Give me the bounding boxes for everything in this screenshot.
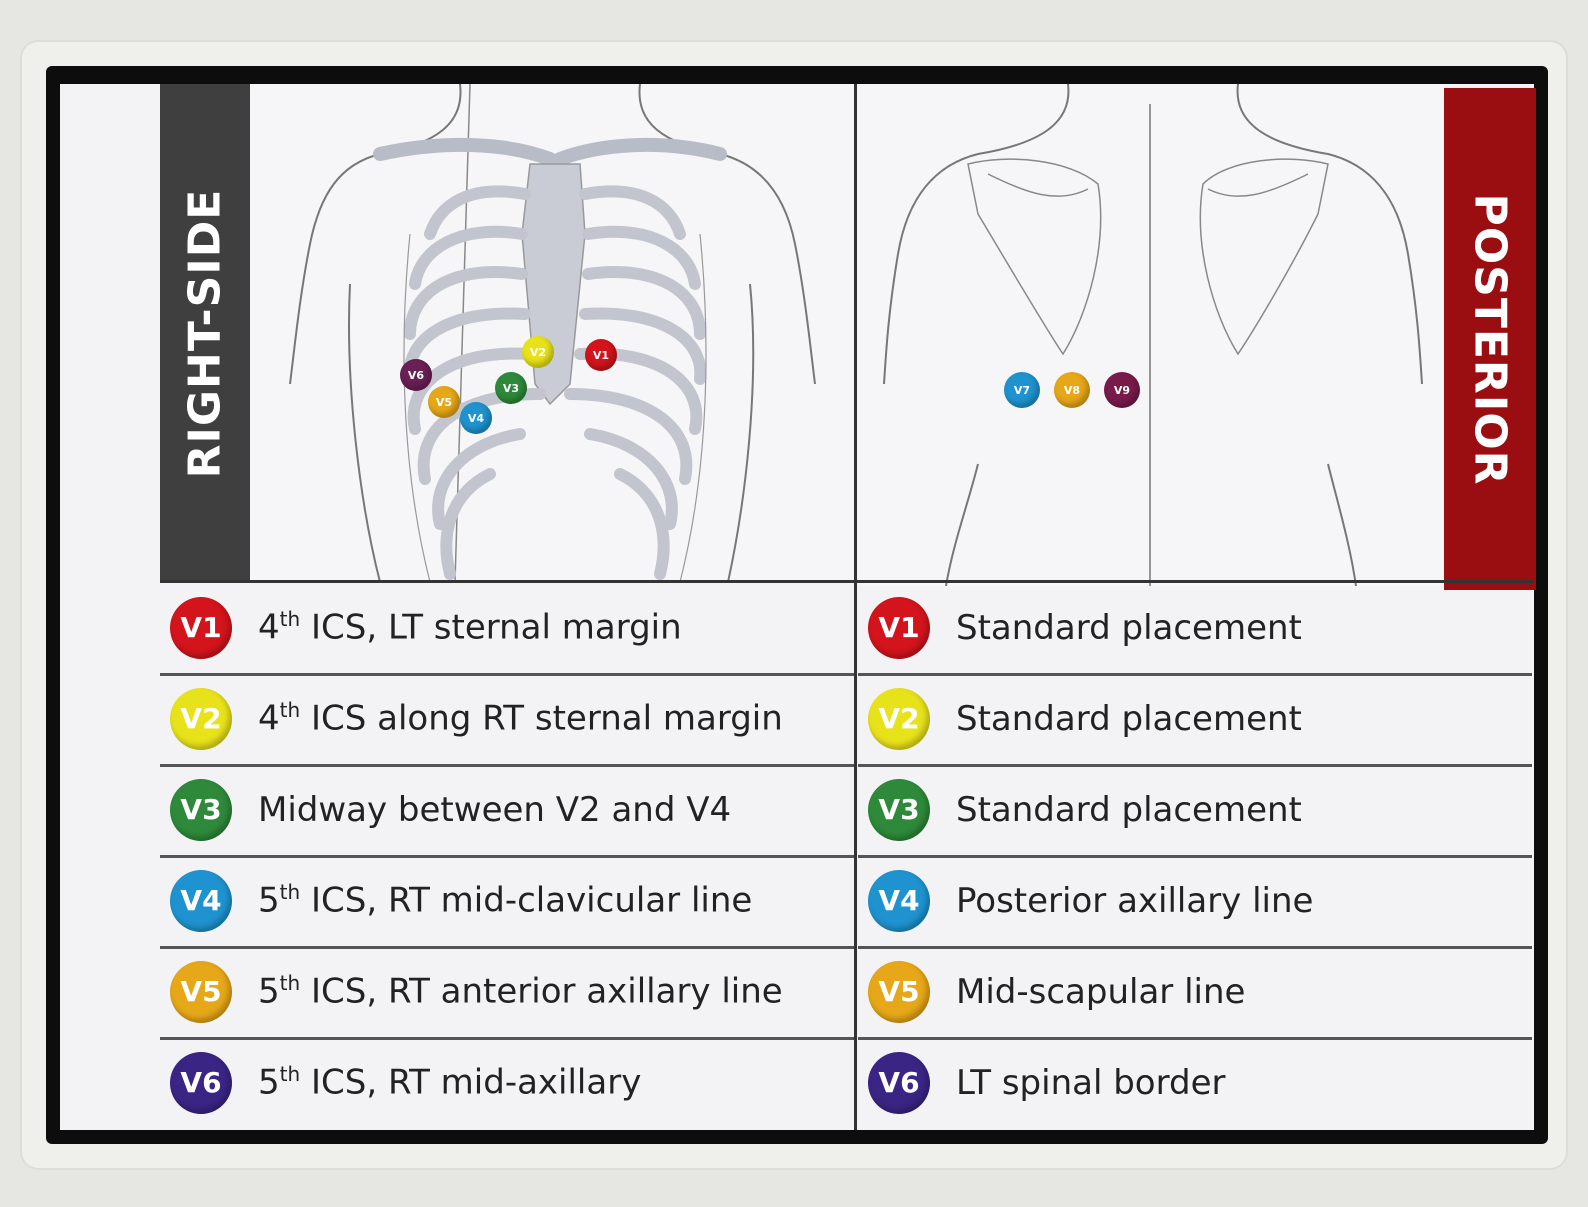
ordinal-suffix: th <box>279 607 301 632</box>
placement-description: 5th ICS, RT anterior axillary line <box>258 971 783 1011</box>
right-side-tab: RIGHT-SIDE <box>160 84 250 582</box>
ordinal-suffix: th <box>279 971 301 996</box>
center-divider <box>854 84 857 1130</box>
table-row: V4 Posterior axillary line <box>858 855 1532 949</box>
table-row: V3 Standard placement <box>858 764 1532 858</box>
scapulae <box>967 158 1329 356</box>
table-row: V3 Midway between V2 and V4 <box>160 764 854 858</box>
posterior-back-illustration: V7 V8 V9 <box>858 84 1444 586</box>
placement-description: Midway between V2 and V4 <box>258 790 731 830</box>
table-row: V6 5th ICS, RT mid-axillary <box>160 1037 854 1128</box>
lead-v6-badge: V6 <box>170 1051 232 1114</box>
lead-v6-badge: V6 <box>868 1051 930 1114</box>
electrode-v8: V8 <box>1054 372 1090 408</box>
lead-v3-badge: V3 <box>170 778 232 841</box>
table-row: V1 4th ICS, LT sternal margin <box>160 582 854 676</box>
placement-description: Standard placement <box>956 608 1302 648</box>
ecg-reference-card: RIGHT-SIDE <box>46 66 1548 1144</box>
ordinal-number: 4 <box>258 698 280 739</box>
placement-text: ICS, RT anterior axillary line <box>300 971 783 1012</box>
electrode-v5: V5 <box>428 386 460 418</box>
electrode-v1: V1 <box>585 339 617 371</box>
lead-v4-badge: V4 <box>868 869 930 932</box>
electrode-v2: V2 <box>522 336 554 368</box>
placement-description: Standard placement <box>956 699 1302 739</box>
card-face: RIGHT-SIDE <box>60 84 1536 1130</box>
table-row: V2 4th ICS along RT sternal margin <box>160 673 854 767</box>
sternum <box>521 163 586 406</box>
ordinal-number: 5 <box>258 971 280 1012</box>
placement-description: 4th ICS, LT sternal margin <box>258 607 682 647</box>
table-row: V5 5th ICS, RT anterior axillary line <box>160 946 854 1040</box>
placement-description: Mid-scapular line <box>956 972 1245 1012</box>
ordinal-suffix: th <box>279 1062 301 1087</box>
posterior-tab: POSTERIOR <box>1444 88 1536 590</box>
ordinal-number: 5 <box>258 1062 280 1103</box>
placement-description: 5th ICS, RT mid-clavicular line <box>258 880 752 920</box>
lead-v3-badge: V3 <box>868 778 930 841</box>
ordinal-number: 5 <box>258 880 280 921</box>
back-diagram <box>883 84 1423 586</box>
electrode-v6: V6 <box>400 359 432 391</box>
placement-text: LT spinal border <box>956 1062 1226 1103</box>
placement-text: ICS, LT sternal margin <box>300 607 682 648</box>
ordinal-number: 4 <box>258 607 280 648</box>
electrode-v9: V9 <box>1104 372 1140 408</box>
table-row: V4 5th ICS, RT mid-clavicular line <box>160 855 854 949</box>
table-row: V2 Standard placement <box>858 673 1532 767</box>
lead-v4-badge: V4 <box>170 869 232 932</box>
table-row: V5 Mid-scapular line <box>858 946 1532 1040</box>
placement-description: 5th ICS, RT mid-axillary <box>258 1062 641 1102</box>
lead-v2-badge: V2 <box>170 687 232 750</box>
placement-text: Posterior axillary line <box>956 880 1314 921</box>
lead-v1-badge: V1 <box>868 596 930 659</box>
placement-description: 4th ICS along RT sternal margin <box>258 698 783 738</box>
lead-v5-badge: V5 <box>868 960 930 1023</box>
placement-text: Standard placement <box>956 789 1302 830</box>
placement-text: ICS along RT sternal margin <box>300 698 783 739</box>
placement-description: LT spinal border <box>956 1063 1225 1103</box>
posterior-title: POSTERIOR <box>1464 193 1516 485</box>
placement-description: Standard placement <box>956 790 1302 830</box>
lead-v1-badge: V1 <box>170 596 232 659</box>
electrode-v4: V4 <box>460 402 492 434</box>
ordinal-suffix: th <box>279 880 301 905</box>
table-top-border <box>160 580 1534 583</box>
placement-text: Mid-scapular line <box>956 971 1246 1012</box>
ribcage-diagram <box>289 84 816 582</box>
placement-description: Posterior axillary line <box>956 881 1313 921</box>
right-side-title: RIGHT-SIDE <box>179 188 231 478</box>
lead-v2-badge: V2 <box>868 687 930 750</box>
lead-v5-badge: V5 <box>170 960 232 1023</box>
ordinal-suffix: th <box>279 698 301 723</box>
electrode-v3: V3 <box>495 372 527 404</box>
placement-text: Standard placement <box>956 607 1302 648</box>
table-row: V6 LT spinal border <box>858 1037 1532 1128</box>
table-row: V1 Standard placement <box>858 582 1532 676</box>
electrode-v7: V7 <box>1004 372 1040 408</box>
placement-text: ICS, RT mid-axillary <box>300 1062 642 1103</box>
placement-text: ICS, RT mid-clavicular line <box>300 880 753 921</box>
placement-text: Midway between V2 and V4 <box>258 789 732 830</box>
placement-text: Standard placement <box>956 698 1302 739</box>
